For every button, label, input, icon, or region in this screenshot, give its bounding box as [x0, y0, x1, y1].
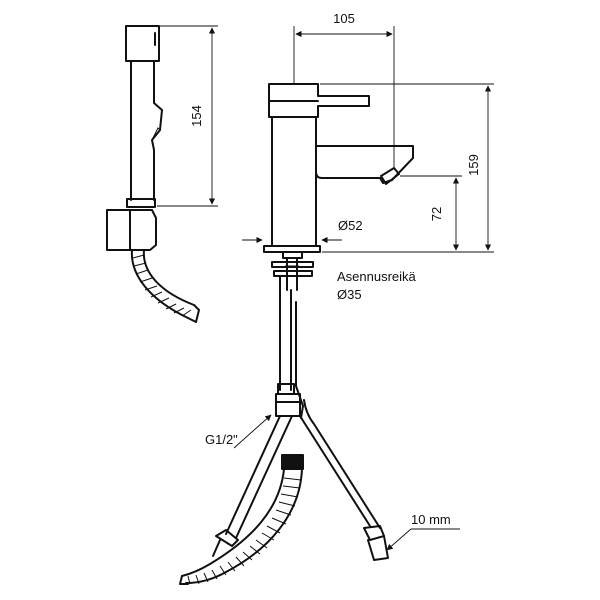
dimension-159-label: 159	[466, 154, 481, 176]
hand-shower	[106, 25, 163, 251]
install-hole-diameter: Ø35	[337, 287, 362, 302]
dimension-159: 159	[320, 83, 494, 253]
supply-hose-right	[299, 399, 389, 561]
dimension-105-label: 105	[333, 11, 355, 26]
install-hole-title: Asennusreikä	[337, 269, 417, 284]
hose-diameter-label: 10 mm	[386, 512, 460, 551]
dimension-154-label: 154	[189, 105, 204, 127]
dimension-72-label: 72	[429, 207, 444, 221]
dimension-72: 72	[400, 175, 462, 251]
thread-label: G1/2"	[205, 414, 272, 449]
faucet-body	[263, 116, 414, 253]
hose-diameter-label-text: 10 mm	[411, 512, 451, 527]
shower-connection-hose	[179, 454, 304, 585]
supply-hose-left	[212, 415, 293, 557]
dimension-105: 105	[293, 11, 395, 168]
dimension-diameter-52-label: Ø52	[338, 218, 363, 233]
faucet-lever	[268, 83, 370, 118]
thread-label-text: G1/2"	[205, 432, 238, 447]
dimension-diameter-52: Ø52	[242, 218, 363, 244]
install-hole-label: Asennusreikä Ø35	[337, 269, 417, 302]
hand-shower-hose	[130, 249, 200, 323]
mounting-hardware	[271, 251, 314, 419]
dimension-154: 154	[157, 25, 218, 207]
